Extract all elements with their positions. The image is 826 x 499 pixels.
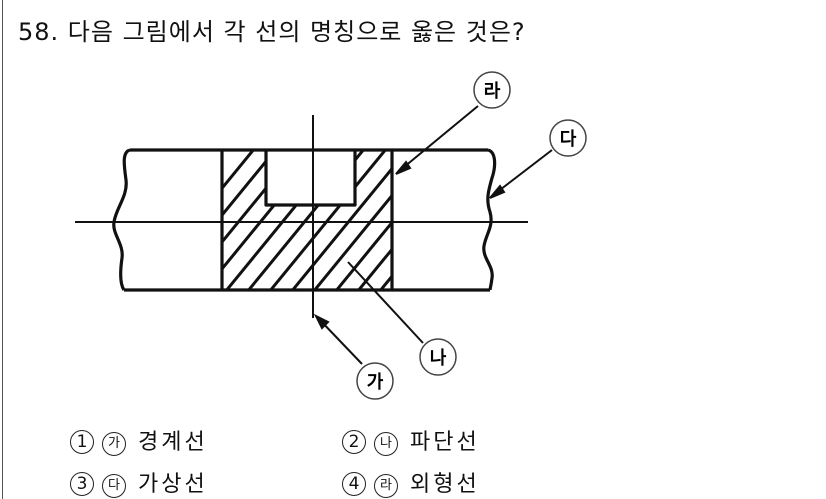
svg-text:라: 라: [484, 81, 501, 102]
choice-mark: 나: [374, 432, 398, 456]
choice-number: 2: [342, 430, 366, 454]
choice-text: 외형선: [410, 472, 480, 497]
label-ga: 가: [356, 362, 394, 400]
hatching: [222, 150, 392, 290]
label-da: 다: [549, 119, 587, 157]
outline: [112, 148, 497, 292]
svg-text:나: 나: [430, 348, 447, 369]
choice-number: 3: [70, 472, 94, 496]
svg-text:다: 다: [560, 129, 577, 150]
left-border: [2, 0, 3, 499]
choice-number: 4: [342, 472, 366, 496]
choice-mark: 라: [374, 474, 398, 498]
choice-text: 가상선: [138, 472, 208, 497]
choice-text: 경계선: [138, 430, 208, 455]
label-ra: 라: [473, 71, 511, 109]
center-lines: [75, 115, 528, 318]
question-text: 58. 다음 그림에서 각 선의 명칭으로 옳은 것은?: [18, 18, 526, 46]
choice-mark: 다: [102, 474, 126, 498]
choice-text: 파단선: [410, 430, 480, 455]
section-drawing: 라 다 가 나: [75, 71, 587, 400]
choice-mark: 가: [102, 432, 126, 456]
choice-number: 1: [70, 430, 94, 454]
leaders: [312, 105, 553, 365]
svg-text:가: 가: [367, 372, 384, 393]
label-na: 나: [419, 338, 457, 376]
